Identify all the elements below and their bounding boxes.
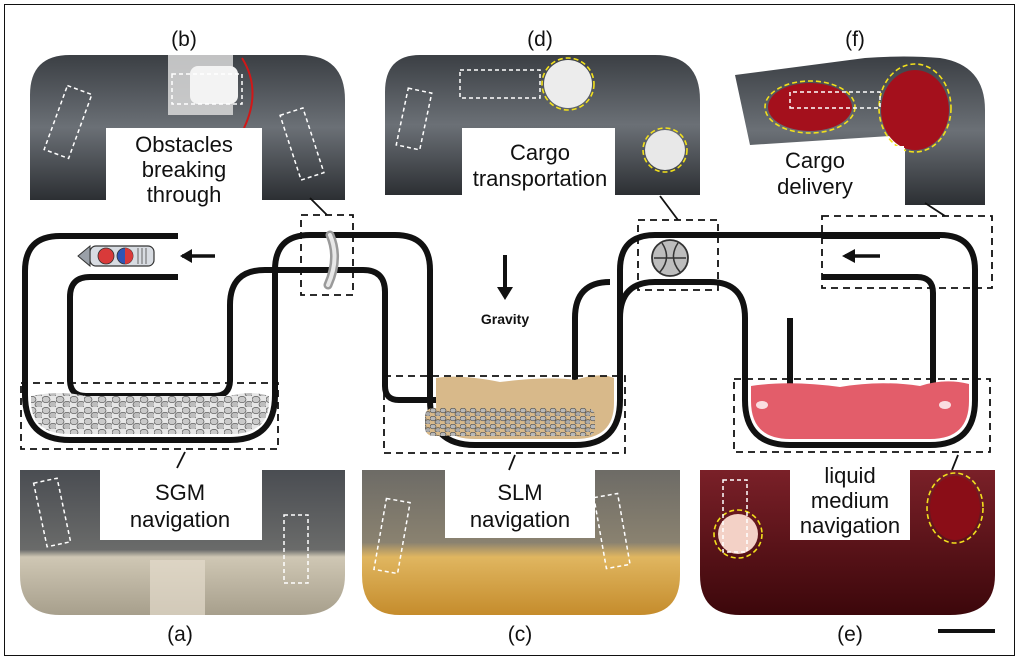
photo-panel-d bbox=[385, 55, 700, 195]
connector-c bbox=[508, 454, 516, 471]
caption-box-sgm bbox=[101, 470, 261, 539]
caption-liquid-1: liquid bbox=[824, 463, 875, 488]
panel-label-a: (a) bbox=[167, 623, 193, 646]
liquid-bubble bbox=[939, 401, 951, 409]
caption-box-obstacles bbox=[107, 128, 261, 200]
callout-liquid bbox=[733, 378, 991, 453]
caption-box-cargo-delivery bbox=[750, 146, 904, 205]
caption-slm-1: SLM bbox=[497, 480, 542, 505]
callout-delivery bbox=[821, 215, 993, 289]
connector-d bbox=[659, 195, 679, 221]
caption-box-liquid bbox=[791, 470, 909, 539]
panel-label-d: (d) bbox=[527, 28, 553, 51]
caption-cargo-transport-2: transportation bbox=[473, 166, 608, 191]
liquid-bubble bbox=[756, 401, 768, 409]
cargo-ball-icon bbox=[651, 239, 689, 277]
caption-obstacles-1: Obstacles bbox=[135, 132, 233, 157]
callout-slm bbox=[383, 375, 626, 454]
liquid-medium bbox=[751, 381, 969, 439]
caption-slm-2: navigation bbox=[470, 507, 570, 532]
panel-label-b: (b) bbox=[171, 28, 197, 51]
left-arrow-icon bbox=[842, 249, 880, 263]
caption-cargo-transport-1: Cargo bbox=[510, 140, 570, 165]
caption-cargo-delivery-2: delivery bbox=[777, 174, 853, 199]
left-arrow-icon bbox=[180, 249, 215, 263]
caption-box-slm bbox=[446, 470, 594, 537]
caption-cargo-delivery-1: Cargo bbox=[785, 148, 845, 173]
caption-sgm-1: SGM bbox=[155, 480, 205, 505]
connector-a bbox=[176, 451, 186, 469]
panel-label-c: (c) bbox=[508, 623, 533, 646]
gravity-label: Gravity bbox=[481, 311, 529, 327]
photo-panel-b bbox=[30, 55, 345, 200]
panel-label-f: (f) bbox=[845, 28, 865, 51]
photo-panel-f bbox=[735, 56, 985, 205]
connector-b bbox=[309, 197, 328, 216]
pipe-outer-wall bbox=[22, 232, 978, 448]
caption-obstacles-3: through bbox=[147, 182, 222, 207]
panel-label-e: (e) bbox=[837, 623, 863, 646]
callout-sgm bbox=[20, 382, 279, 450]
photo-panel-e bbox=[700, 470, 995, 615]
magnetic-robot-icon bbox=[77, 244, 155, 268]
sgm-medium bbox=[31, 393, 269, 434]
pipe-inner-wall-right bbox=[787, 274, 936, 404]
connector-e bbox=[951, 454, 959, 471]
photo-panel-c bbox=[362, 470, 680, 615]
slm-granules bbox=[425, 408, 595, 436]
caption-obstacles-2: breaking bbox=[142, 157, 226, 182]
caption-liquid-2: medium bbox=[811, 488, 889, 513]
connector-f bbox=[924, 202, 946, 217]
caption-liquid-3: navigation bbox=[800, 513, 900, 538]
caption-sgm-2: navigation bbox=[130, 507, 230, 532]
photo-panel-a bbox=[20, 470, 345, 615]
caption-box-cargo-transport bbox=[463, 128, 614, 196]
gravity-arrow-icon bbox=[497, 255, 513, 300]
